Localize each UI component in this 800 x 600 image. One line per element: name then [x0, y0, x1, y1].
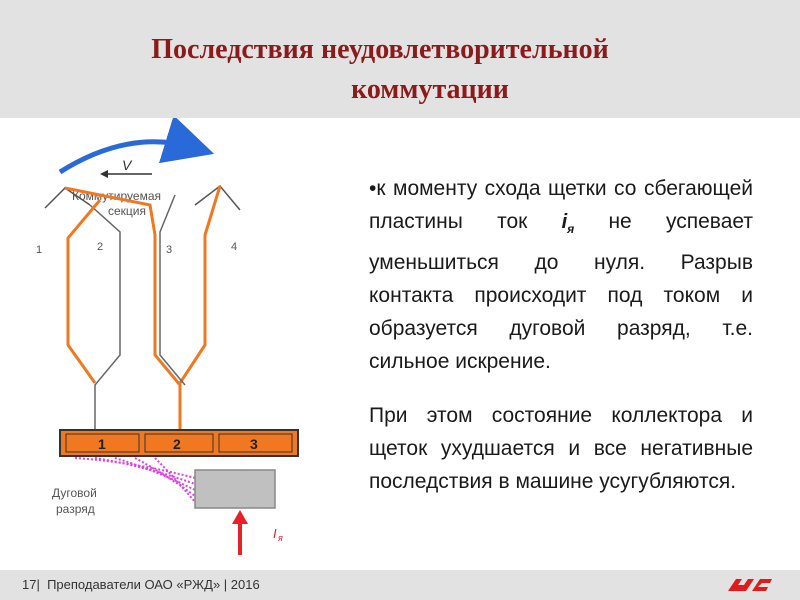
svg-text:I: I	[273, 526, 277, 541]
emf-label: e р	[170, 133, 186, 153]
conductor-label-2: 2	[97, 241, 103, 253]
arc-label: Дуговой	[52, 486, 97, 500]
section-label-2: секция	[108, 204, 146, 218]
arc-label-2: разряд	[56, 502, 95, 516]
footer-caption: Преподаватели ОАО «РЖД» | 2016	[47, 577, 260, 592]
body-text: •к моменту схода щетки со сбегающей плас…	[369, 172, 753, 498]
commutator-segment-3	[218, 433, 293, 453]
coil-right-outer	[178, 185, 222, 384]
rzd-logo	[728, 579, 772, 591]
commutator-segment-2	[144, 433, 214, 453]
page-number: 17	[22, 577, 37, 592]
segment-label-1: 1	[98, 436, 106, 452]
commutator-segment-1	[65, 433, 140, 453]
commutation-diagram: e р V Коммутируемая секция 1 2 3 4 1 2 3…	[36, 118, 299, 555]
paragraph-1-end: не успевает уменьшиться до нуля. Разрыв …	[369, 210, 753, 373]
current-label: I я	[273, 526, 283, 543]
paragraph-2: При этом состояние коллектора и щеток ух…	[369, 404, 753, 493]
title-line-2: коммутации	[351, 74, 509, 105]
velocity-label: V	[122, 157, 133, 173]
paragraph-1-start: •к моменту схода щетки со сбегающей плас…	[369, 177, 753, 233]
svg-text:р: р	[179, 142, 186, 153]
paragraph-1: •к моменту схода щетки со сбегающей плас…	[369, 172, 753, 378]
coil-right-inner	[159, 194, 186, 386]
emf-direction-arrow	[58, 118, 215, 175]
footer-text: 17| Преподаватели ОАО «РЖД» | 2016	[22, 577, 260, 592]
coil-left-inner	[89, 204, 121, 430]
footer: 17| Преподаватели ОАО «РЖД» | 2016	[0, 570, 800, 600]
title-bar	[0, 0, 800, 118]
coil-left-outer	[64, 186, 182, 430]
svg-text:e: e	[170, 133, 178, 150]
conductor-label-4: 4	[231, 241, 237, 253]
svg-text:я: я	[277, 533, 283, 543]
title-line-1: Последствия неудовлетворительной	[151, 34, 609, 65]
conductor-label-3: 3	[166, 244, 172, 256]
segment-label-3: 3	[250, 436, 258, 452]
slide-title: Последствия неудовлетворительной коммута…	[0, 30, 800, 110]
conductor-label-1: 1	[36, 244, 42, 256]
segment-label-2: 2	[173, 436, 181, 452]
brush	[194, 469, 276, 509]
arc-discharge	[74, 457, 196, 503]
coil-left-orange	[66, 199, 102, 384]
current-symbol: iя	[561, 211, 575, 236]
